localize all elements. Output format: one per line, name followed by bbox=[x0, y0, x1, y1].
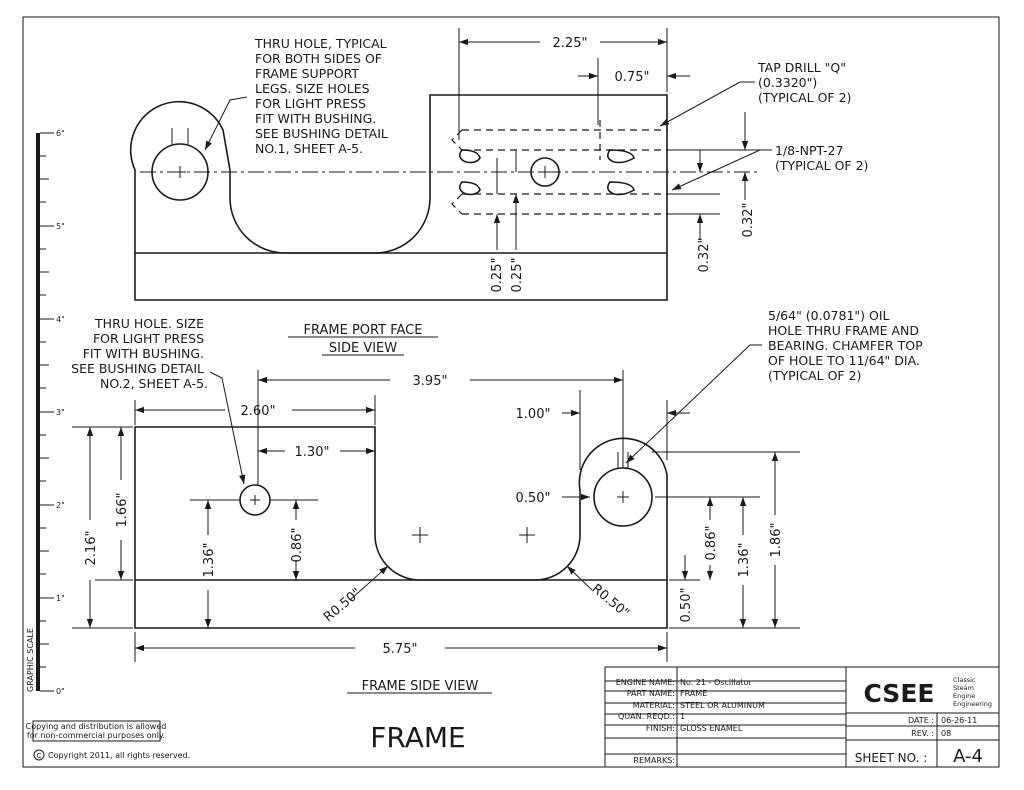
csee-logo-words: Classic Steam Engine Engineering bbox=[953, 676, 992, 708]
csee-logo: CSEE bbox=[864, 679, 935, 708]
dim-0-75: 0.75" bbox=[615, 70, 650, 85]
side-view-title: FRAME SIDE VIEW bbox=[362, 679, 479, 694]
dim-5-75: 5.75" bbox=[383, 642, 418, 657]
copyright-symbol: C bbox=[37, 752, 42, 760]
dim-0-32-a: 0.32" bbox=[697, 238, 712, 273]
scale-tick-2: 2" bbox=[56, 501, 65, 510]
port-face-subtitle: SIDE VIEW bbox=[329, 341, 397, 356]
title-block: ENGINE NAME: No. 21 - Oscillator PART NA… bbox=[604, 666, 1000, 768]
scale-tick-5: 5" bbox=[56, 222, 65, 231]
drawing-title: FRAME bbox=[370, 721, 465, 754]
port-center-hole bbox=[530, 157, 560, 187]
note-side-thru-hole: THRU HOLE. SIZE FOR LIGHT PRESS FIT WITH… bbox=[71, 316, 208, 391]
copyright-icon bbox=[33, 749, 45, 761]
dim-1-36-right: 1.36" bbox=[737, 543, 752, 578]
copy-notice-box bbox=[32, 720, 161, 742]
dim-1-86: 1.86" bbox=[769, 523, 784, 558]
graphic-scale: 6" 5" 4" 3" 2" 1" 0" GRAPHIC SCALE bbox=[26, 129, 65, 696]
tb-label-engine: ENGINE NAME: bbox=[616, 678, 675, 687]
dim-0-50-v: 0.50" bbox=[679, 588, 694, 623]
scale-label: GRAPHIC SCALE bbox=[26, 628, 35, 692]
tb-label-quan: QUAN. REQD.: bbox=[618, 712, 675, 721]
dim-0-32-b: 0.32" bbox=[741, 203, 756, 238]
dim-2-60: 2.60" bbox=[241, 404, 276, 419]
tb-label-finish: FINISH: bbox=[646, 724, 675, 733]
copyright-text: Copyright 2011, all rights reserved. bbox=[48, 751, 190, 760]
radius-right: R0.50" bbox=[589, 581, 632, 621]
note-thru-hole-typical: THRU HOLE, TYPICAL FOR BOTH SIDES OF FRA… bbox=[254, 36, 392, 156]
tb-value-finish: GLOSS ENAMEL bbox=[680, 724, 743, 733]
tb-rev-label: REV. : bbox=[911, 729, 934, 738]
dim-2-25: 2.25" bbox=[553, 36, 588, 51]
tb-sheet-value: A-4 bbox=[953, 746, 983, 767]
tb-date-value: 06-26-11 bbox=[941, 716, 977, 725]
tb-value-engine: No. 21 - Oscillator bbox=[680, 678, 752, 687]
sheet-border bbox=[22, 16, 1000, 768]
dim-0-25-b: 0.25" bbox=[510, 258, 525, 293]
tb-label-material: MATERIAL: bbox=[633, 701, 675, 710]
dim-0-86-right: 0.86" bbox=[704, 526, 719, 561]
dim-1-66: 1.66" bbox=[115, 493, 130, 528]
tb-label-part: PART NAME: bbox=[627, 689, 675, 698]
dim-0-25-a: 0.25" bbox=[490, 258, 505, 293]
scale-tick-0: 0" bbox=[56, 687, 65, 696]
tb-sheet-label: SHEET NO. : bbox=[855, 751, 928, 765]
dim-0-50-h: 0.50" bbox=[516, 491, 551, 506]
port-face-outline bbox=[129, 94, 668, 301]
side-view-outline bbox=[134, 426, 668, 629]
port-face-view: 2.25" 0.75" 0.32" 0.32" 0.25" 0.25" THRU… bbox=[129, 28, 868, 356]
copy-notice-line1: Copying and distribution is allowed bbox=[26, 722, 167, 731]
leg-slot bbox=[171, 128, 189, 144]
tb-value-quan: 1 bbox=[680, 712, 685, 721]
dim-3-95: 3.95" bbox=[413, 374, 448, 389]
tb-rev-value: 08 bbox=[941, 729, 951, 738]
side-view: 3.95" 2.60" 1.30" 1.00" 0.50" 2.16" 1.66… bbox=[71, 308, 927, 694]
copy-notice-line2: for non-commercial purposes only. bbox=[27, 731, 165, 740]
tb-value-part: FRAME bbox=[680, 689, 707, 698]
port-face-title: FRAME PORT FACE bbox=[304, 323, 423, 338]
note-oil-hole: 5/64" (0.0781") OIL HOLE THRU FRAME AND … bbox=[768, 308, 927, 383]
note-tap-drill: TAP DRILL "Q" (0.3320") (TYPICAL OF 2) bbox=[757, 60, 851, 105]
radius-left: R0.50" bbox=[321, 585, 364, 625]
scale-tick-6: 6" bbox=[56, 129, 65, 138]
dim-1-30: 1.30" bbox=[295, 445, 330, 460]
scale-tick-3: 3" bbox=[56, 408, 65, 417]
dim-1-00: 1.00" bbox=[516, 407, 551, 422]
dim-2-16: 2.16" bbox=[84, 531, 99, 566]
note-npt: 1/8-NPT-27 (TYPICAL OF 2) bbox=[775, 143, 868, 173]
dim-0-86-left: 0.86" bbox=[290, 528, 305, 563]
scale-tick-1: 1" bbox=[56, 594, 65, 603]
hidden-ports bbox=[451, 120, 667, 215]
dim-1-36-left: 1.36" bbox=[202, 543, 217, 578]
scale-tick-4: 4" bbox=[56, 315, 65, 324]
tb-value-material: STEEL OR ALUMINUM bbox=[680, 701, 765, 710]
tb-date-label: DATE : bbox=[908, 716, 934, 725]
tb-label-remarks: REMARKS: bbox=[633, 756, 675, 765]
